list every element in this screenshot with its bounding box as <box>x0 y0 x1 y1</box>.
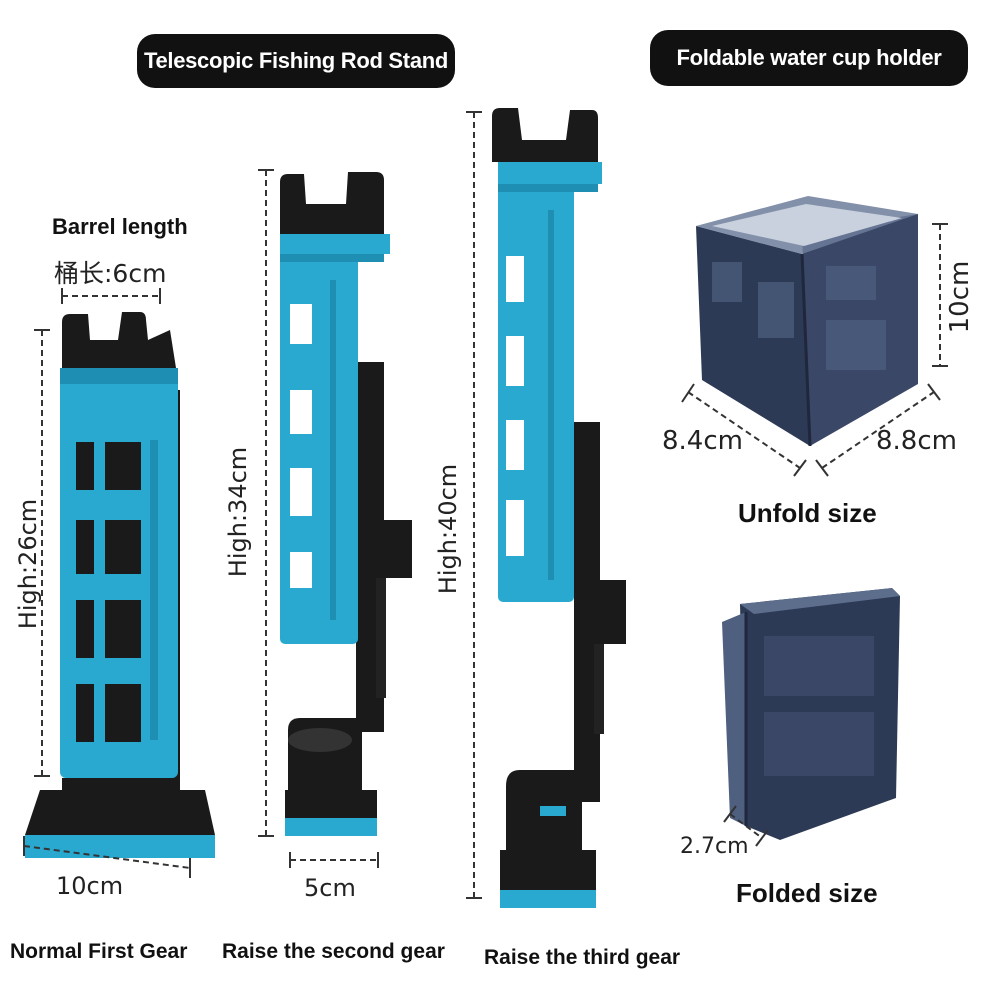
barrel-length-title: Barrel length <box>52 214 188 239</box>
rod-stand-second-gear <box>280 172 412 836</box>
stand-2-caption: Raise the second gear <box>222 940 445 963</box>
barrel-length-value: 桶长:6cm <box>54 259 167 288</box>
header-cup-holder: Foldable water cup holder <box>650 30 968 86</box>
cup-unfold-height: 10cm <box>945 260 975 334</box>
cup-unfold-depth: 8.4cm <box>662 426 743 456</box>
stand-1-height: High:26cm <box>14 498 42 630</box>
cup-unfold-caption: Unfold size <box>738 498 877 528</box>
header-rod-stand: Telescopic Fishing Rod Stand <box>137 34 455 88</box>
header-rod-stand-text: Telescopic Fishing Rod Stand <box>143 48 449 73</box>
stand-2-width: 5cm <box>304 874 356 902</box>
stand-1-width: 10cm <box>56 872 124 900</box>
cup-folded-caption: Folded size <box>736 878 878 908</box>
stand-3-height: High:40cm <box>434 463 462 595</box>
dimension-lines <box>23 111 948 899</box>
header-cup-holder-text: Foldable water cup holder <box>676 45 942 70</box>
rod-stand-first-gear <box>25 312 215 858</box>
cup-folded-thickness: 2.7cm <box>680 834 749 859</box>
stand-3-caption: Raise the third gear <box>484 946 681 969</box>
stand-1-caption: Normal First Gear <box>10 940 188 963</box>
cup-holder-unfolded <box>696 196 918 447</box>
rod-stand-third-gear <box>492 108 626 908</box>
cup-unfold-width: 8.8cm <box>876 426 957 456</box>
stand-2-height: High:34cm <box>224 446 252 578</box>
cup-holder-folded <box>722 588 900 840</box>
